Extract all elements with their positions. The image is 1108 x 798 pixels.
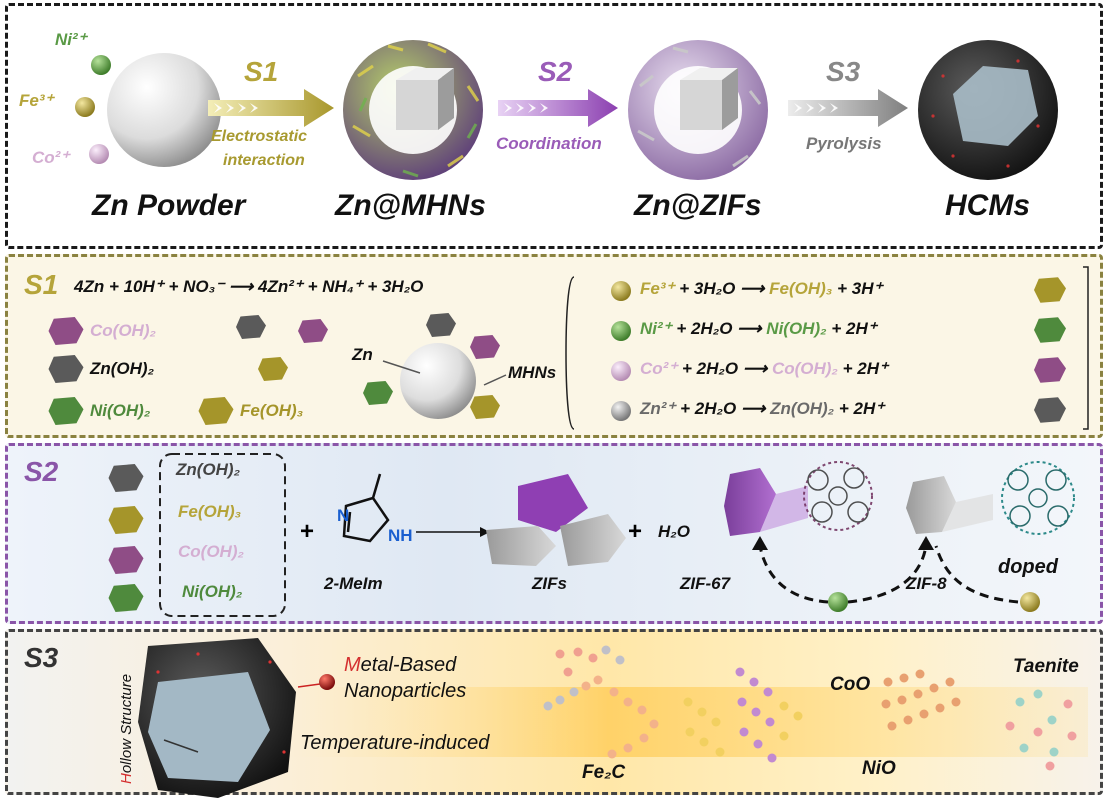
melm-molecule <box>342 473 390 543</box>
zn-hydroxide-label: Zn(OH)₂ <box>90 359 155 378</box>
zn-reaction: Zn²⁺ + 2H₂O ⟶ Zn(OH)₂ + 2H⁺ <box>640 399 885 418</box>
zifs-label: ZIFs <box>532 574 567 593</box>
s2-coordination-panel: S2 Zn(OH)₂ Fe(OH)₃ Co(OH)₂ Ni(OH)₂ + N N… <box>5 443 1103 624</box>
zn-mhns-name: Zn@MHNs <box>335 189 486 222</box>
s3-step-tag: S3 <box>826 56 861 87</box>
metal-nanoparticle-icon <box>319 674 335 690</box>
s1-main-equation: 4Zn + 10H⁺ + NO₃⁻ ⟶ 4Zn²⁺ + NH₄⁺ + 3H₂O <box>74 277 424 296</box>
melm-label: 2-MeIm <box>324 574 383 593</box>
s1-panel-tag: S1 <box>24 269 59 300</box>
ni-hydroxide-hex <box>48 397 84 425</box>
fe-hydroxide-label: Fe(OH)₃ <box>240 401 304 420</box>
fe-hydroxide-hex <box>198 397 234 425</box>
zn-powder-name: Zn Powder <box>92 189 246 222</box>
mhns-label: MHNs <box>508 363 557 382</box>
s2-fe-hydroxide: Fe(OH)₃ <box>178 502 242 521</box>
zif67-framework <box>803 461 873 531</box>
s2-arrow <box>498 89 618 127</box>
s1-step-label-line2: interaction <box>223 152 305 169</box>
s1-step-label-line1: Electrostatic <box>211 128 308 145</box>
zif8-particle <box>906 476 993 534</box>
nio-phase-label: NiO <box>862 758 896 779</box>
hollow-structure-label: Hollow Structure <box>118 673 135 784</box>
hcms-name: HCMs <box>945 189 1031 222</box>
zif8-framework <box>1001 461 1075 535</box>
ni-reaction: Ni²⁺ + 2H₂O ⟶ Ni(OH)₂ + 2H⁺ <box>640 319 877 338</box>
right-bracket <box>1083 266 1089 430</box>
co-ion-sphere <box>89 144 109 164</box>
zn-mhns-sphere <box>343 40 483 180</box>
fe2c-phase-label: Fe₂C <box>582 762 626 783</box>
zn-zifs-sphere <box>628 40 768 180</box>
melm-n-label: N <box>337 506 350 525</box>
coo-phase-label: CoO <box>830 674 871 695</box>
temperature-induced-label: Temperature-induced <box>300 732 490 754</box>
taenite-phase-label: Taenite <box>1013 656 1079 677</box>
nanoparticle-clusters <box>543 645 1077 771</box>
zif67-label: ZIF-67 <box>680 574 731 593</box>
overview-graphic <box>75 40 1058 180</box>
zn-core-label: Zn <box>352 345 373 364</box>
synthesis-overview-panel: Ni²⁺ Fe³⁺ Co²⁺ S1 Electrostatic interact… <box>5 3 1103 249</box>
s2-step-tag: S2 <box>538 56 573 87</box>
ni-hydroxide-label: Ni(OH)₂ <box>90 401 151 420</box>
ni-dopant-sphere <box>828 592 848 612</box>
plus-sign-2: + <box>628 518 643 545</box>
s2-co-hydroxide: Co(OH)₂ <box>178 542 244 561</box>
zn-hydroxide-hex <box>48 355 84 383</box>
ni-ion-label: Ni²⁺ <box>55 30 87 49</box>
s3-graphic <box>138 638 1088 798</box>
zn-core-sphere <box>400 343 476 419</box>
s2-graphic <box>108 453 1075 617</box>
co-hydroxide-label: Co(OH)₂ <box>90 321 156 340</box>
s3-pyrolysis-panel: S3 Hollow Structure Metal-Based Nanopart… <box>5 629 1103 798</box>
hcm-cutaway <box>138 638 296 798</box>
s1-electrostatic-panel: S1 4Zn + 10H⁺ + NO₃⁻ ⟶ 4Zn²⁺ + NH₄⁺ + 3H… <box>5 254 1103 438</box>
fe-reaction: Fe³⁺ + 3H₂O ⟶ Fe(OH)₃ + 3H⁺ <box>640 279 883 298</box>
s2-zn-hydroxide: Zn(OH)₂ <box>176 460 241 479</box>
s2-step-label: Coordination <box>496 134 602 153</box>
s3-step-label: Pyrolysis <box>806 134 882 153</box>
zif67-particle <box>724 468 808 536</box>
zif-particles <box>486 474 626 566</box>
s2-ni-hydroxide: Ni(OH)₂ <box>182 582 243 601</box>
fe-ion-sphere <box>75 97 95 117</box>
co-reaction: Co²⁺ + 2H₂O ⟶ Co(OH)₂ + 2H⁺ <box>640 359 889 378</box>
co-ion-label: Co²⁺ <box>32 148 70 167</box>
s1-graphic <box>48 266 1089 430</box>
left-bracket <box>565 276 575 430</box>
s3-arrow <box>788 89 908 127</box>
zn-zifs-name: Zn@ZIFs <box>634 189 762 222</box>
metal-based-label: Metal-Based <box>344 654 457 676</box>
fe-ion-label: Fe³⁺ <box>19 91 54 110</box>
s1-step-tag: S1 <box>244 56 279 87</box>
s3-panel-tag: S3 <box>24 642 59 673</box>
doped-label: doped <box>998 556 1058 578</box>
ni-ion-sphere <box>91 55 111 75</box>
plus-sign-1: + <box>300 518 315 545</box>
hydroxide-group-box <box>159 453 286 617</box>
s2-panel-tag: S2 <box>24 456 59 487</box>
s1-arrow <box>208 89 334 127</box>
hcms-sphere <box>918 40 1058 180</box>
water-label: H₂O <box>658 522 690 541</box>
nanoparticles-label: Nanoparticles <box>344 680 467 702</box>
fe-dopant-sphere <box>1020 592 1040 612</box>
melm-nh-label: NH <box>388 526 413 545</box>
zif8-label: ZIF-8 <box>906 574 947 593</box>
zn-powder-sphere <box>107 53 221 167</box>
co-hydroxide-hex <box>48 317 84 345</box>
